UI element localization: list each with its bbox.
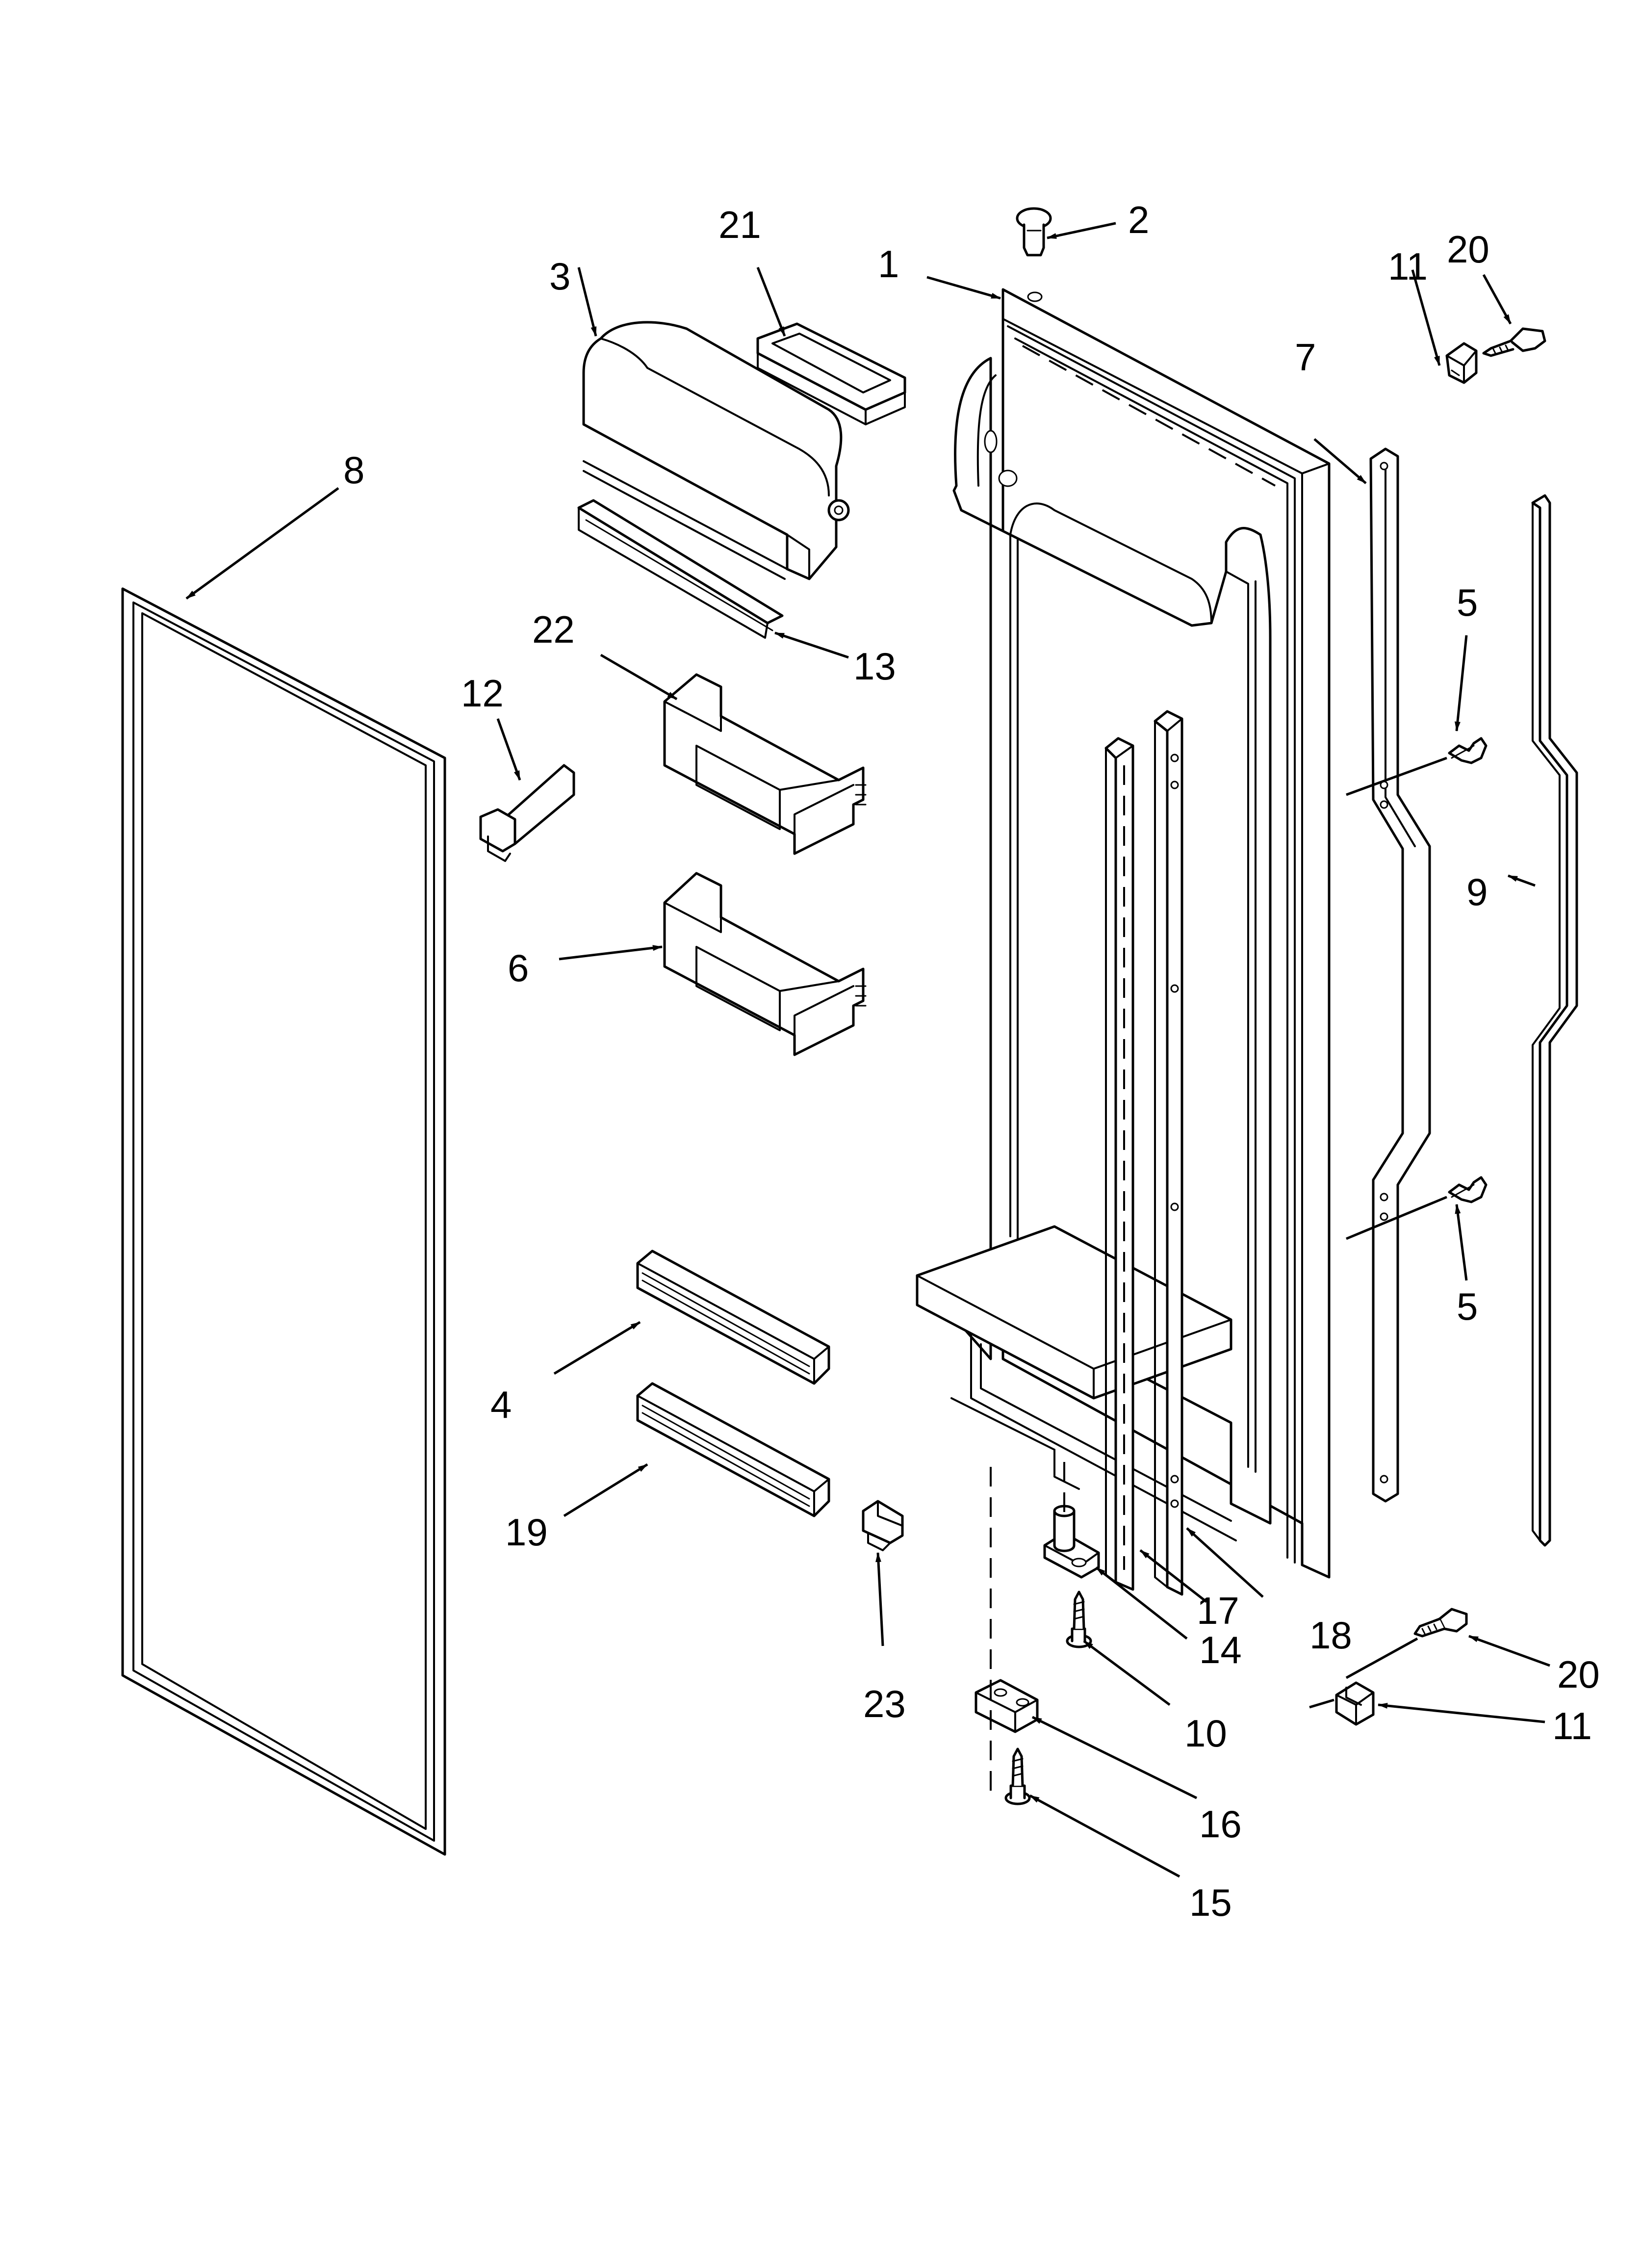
callout-5b: 5 <box>1457 1285 1478 1328</box>
callout-14: 14 <box>1199 1628 1242 1671</box>
part-handle-clip-lower <box>1335 1681 1375 1726</box>
callout-22: 22 <box>532 608 575 651</box>
leader-lines <box>185 222 1550 1878</box>
part-screw-5-lower <box>1448 1176 1488 1203</box>
callout-9: 9 <box>1466 870 1488 913</box>
callout-13: 13 <box>853 645 896 688</box>
callout-20a: 20 <box>1447 228 1489 271</box>
part-shelf-bin-upper <box>663 673 867 855</box>
callout-12: 12 <box>461 672 504 715</box>
part-trim-strip-right <box>1154 710 1183 1596</box>
callout-20b: 20 <box>1557 1653 1600 1696</box>
part-small-clip <box>862 1500 904 1551</box>
callout-15: 15 <box>1189 1881 1232 1924</box>
callout-10: 10 <box>1184 1712 1227 1755</box>
part-small-bin <box>756 322 906 425</box>
part-hinge-pin <box>1043 1505 1100 1579</box>
part-top-plug <box>1016 207 1052 257</box>
callout-11b: 11 <box>1552 1704 1592 1747</box>
callout-17: 17 <box>1197 1589 1239 1632</box>
part-handle-trim <box>1531 494 1578 1547</box>
callout-16: 16 <box>1199 1802 1242 1846</box>
part-screw-5-upper <box>1448 737 1488 764</box>
part-door-gasket <box>121 587 446 1856</box>
callout-1: 1 <box>878 242 899 286</box>
callout-labels: 1 2 3 4 5 5 6 7 8 9 10 11 11 12 13 14 15… <box>343 198 1600 1924</box>
part-handle-screw-lower <box>1413 1608 1468 1638</box>
callout-23: 23 <box>863 1682 906 1725</box>
part-shelf-trim-lower <box>636 1382 830 1517</box>
part-handle-clip-upper <box>1445 342 1478 384</box>
callout-6: 6 <box>508 946 529 990</box>
part-handle-bar <box>1369 447 1431 1503</box>
callout-8: 8 <box>343 448 364 492</box>
part-screw-15 <box>1004 1747 1031 1805</box>
part-bracket-clip <box>479 764 575 862</box>
part-dairy-trim <box>577 499 784 639</box>
callout-2: 2 <box>1128 198 1149 241</box>
part-dairy-door <box>582 321 850 580</box>
part-handle-screw-upper <box>1482 327 1546 357</box>
callout-7: 7 <box>1295 336 1316 379</box>
callout-4: 4 <box>490 1383 512 1426</box>
callout-11a: 11 <box>1388 245 1428 288</box>
callout-21: 21 <box>718 203 761 246</box>
part-screw-10 <box>1066 1590 1092 1648</box>
part-shelf-trim-upper <box>636 1250 830 1385</box>
part-lower-hinge <box>975 1679 1039 1733</box>
callout-18: 18 <box>1309 1614 1352 1657</box>
part-shelf-bin-lower <box>663 872 867 1056</box>
callout-19: 19 <box>505 1511 548 1554</box>
callout-5a: 5 <box>1457 581 1478 624</box>
callout-3: 3 <box>549 255 570 298</box>
